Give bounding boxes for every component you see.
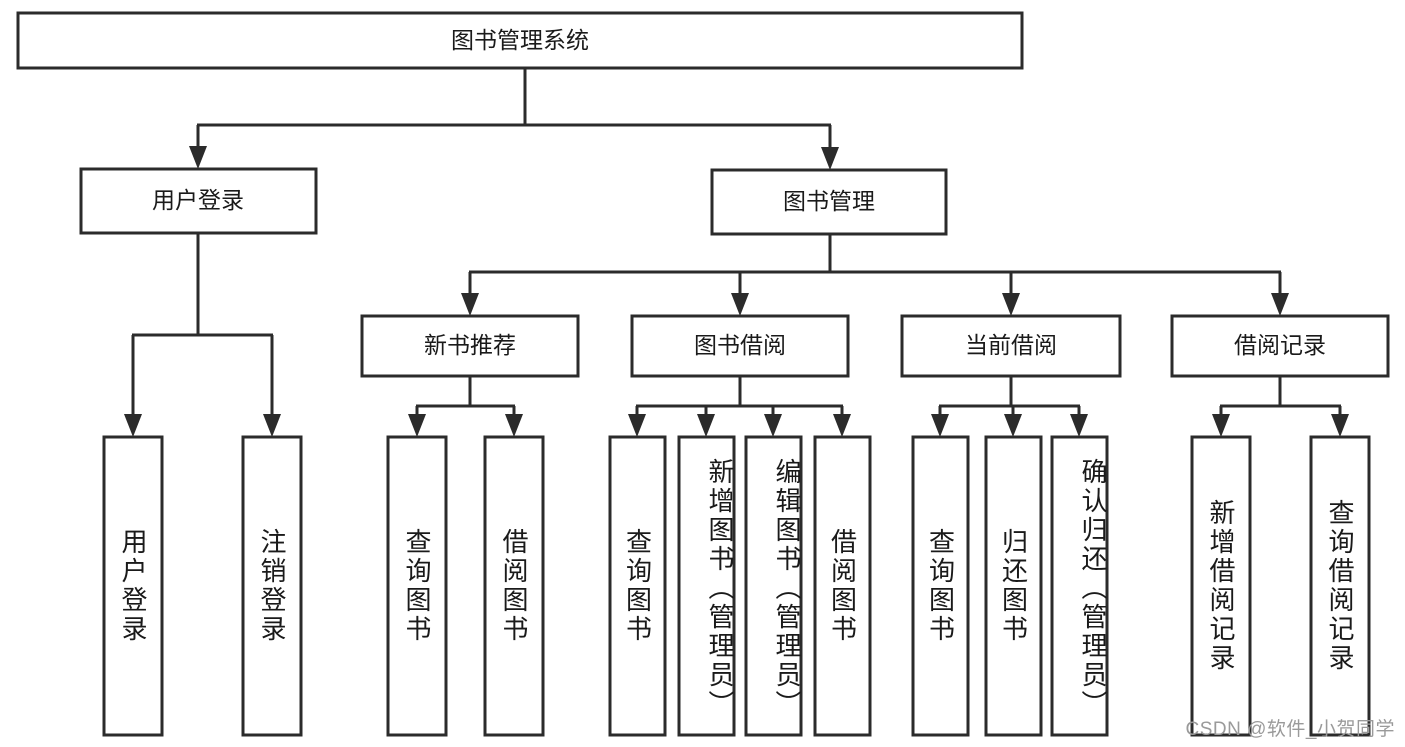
node-root[interactable]: 图书管理系统 (16, 11, 1024, 70)
node-leaf-edit-book-admin-box[interactable] (744, 435, 803, 737)
arrow-head-new-book-rec (461, 293, 479, 316)
node-root-label: 图书管理系统 (451, 27, 589, 53)
arrow-head-leaf-query-book-rec (408, 414, 426, 437)
arrow-head-leaf-return-book (1004, 414, 1022, 437)
node-leaf-query-book-rec-box[interactable] (386, 435, 448, 737)
node-book-manage[interactable]: 图书管理 (710, 168, 948, 236)
arrow-head-user-login (189, 146, 207, 169)
node-borrow-record-label: 借阅记录 (1234, 332, 1326, 358)
node-book-manage-label: 图书管理 (783, 188, 875, 214)
arrow-head-leaf-add-borrow-record (1212, 414, 1230, 437)
node-book-manage-box[interactable] (710, 168, 948, 236)
watermark-text: CSDN @软件_小贺同学 (1185, 719, 1395, 740)
node-new-book-rec[interactable]: 新书推荐 (360, 314, 580, 378)
node-book-borrow-label: 图书借阅 (694, 332, 786, 358)
node-leaf-add-borrow-record-box[interactable] (1190, 435, 1252, 737)
node-current-borrow-box[interactable] (900, 314, 1122, 378)
arrow-head-book-manage (821, 147, 839, 170)
node-current-borrow[interactable]: 当前借阅 (900, 314, 1122, 378)
arrow-head-leaf-query-book-borrow (628, 414, 646, 437)
node-borrow-record[interactable]: 借阅记录 (1170, 314, 1390, 378)
arrow-head-leaf-edit-book-admin (764, 414, 782, 437)
arrow-head-leaf-query-borrow-record (1331, 414, 1349, 437)
node-leaf-borrow-book-borrow-box[interactable] (813, 435, 872, 737)
node-leaf-query-borrow-record-box[interactable] (1309, 435, 1371, 737)
node-root-box[interactable] (16, 11, 1024, 70)
node-leaf-query-book-current-box[interactable] (911, 435, 970, 737)
node-leaf-confirm-return-admin-box[interactable] (1050, 435, 1109, 737)
node-current-borrow-label: 当前借阅 (965, 332, 1057, 358)
node-user-login-box[interactable] (79, 167, 318, 235)
arrow-head-leaf-borrow-book-borrow (833, 414, 851, 437)
arrow-head-leaf-add-book-admin (697, 414, 715, 437)
node-user-login[interactable]: 用户登录 (79, 167, 318, 235)
node-leaf-borrow-book-rec-box[interactable] (483, 435, 545, 737)
node-leaf-add-book-admin-box[interactable] (677, 435, 736, 737)
arrow-head-leaf-user-login (124, 414, 142, 437)
node-book-borrow-box[interactable] (630, 314, 850, 378)
arrow-head-leaf-query-book-current (931, 414, 949, 437)
arrow-head-leaf-confirm-return-admin (1070, 414, 1088, 437)
arrow-head-book-borrow (731, 293, 749, 316)
node-leaf-logout-login-box[interactable] (241, 435, 303, 737)
arrow-head-leaf-logout-login (263, 414, 281, 437)
connector-layer (124, 68, 1349, 437)
node-new-book-rec-label: 新书推荐 (424, 332, 516, 358)
node-borrow-record-box[interactable] (1170, 314, 1390, 378)
node-leaf-return-book-box[interactable] (984, 435, 1043, 737)
node-user-login-label: 用户登录 (152, 187, 244, 213)
node-leaf-user-login-box[interactable] (102, 435, 164, 737)
leaf-box-layer (102, 435, 1371, 737)
arrow-head-leaf-borrow-book-rec (505, 414, 523, 437)
node-new-book-rec-box[interactable] (360, 314, 580, 378)
node-leaf-query-book-borrow-box[interactable] (608, 435, 667, 737)
node-book-borrow[interactable]: 图书借阅 (630, 314, 850, 378)
arrow-head-current-borrow (1002, 293, 1020, 316)
arrow-head-borrow-record (1271, 293, 1289, 316)
